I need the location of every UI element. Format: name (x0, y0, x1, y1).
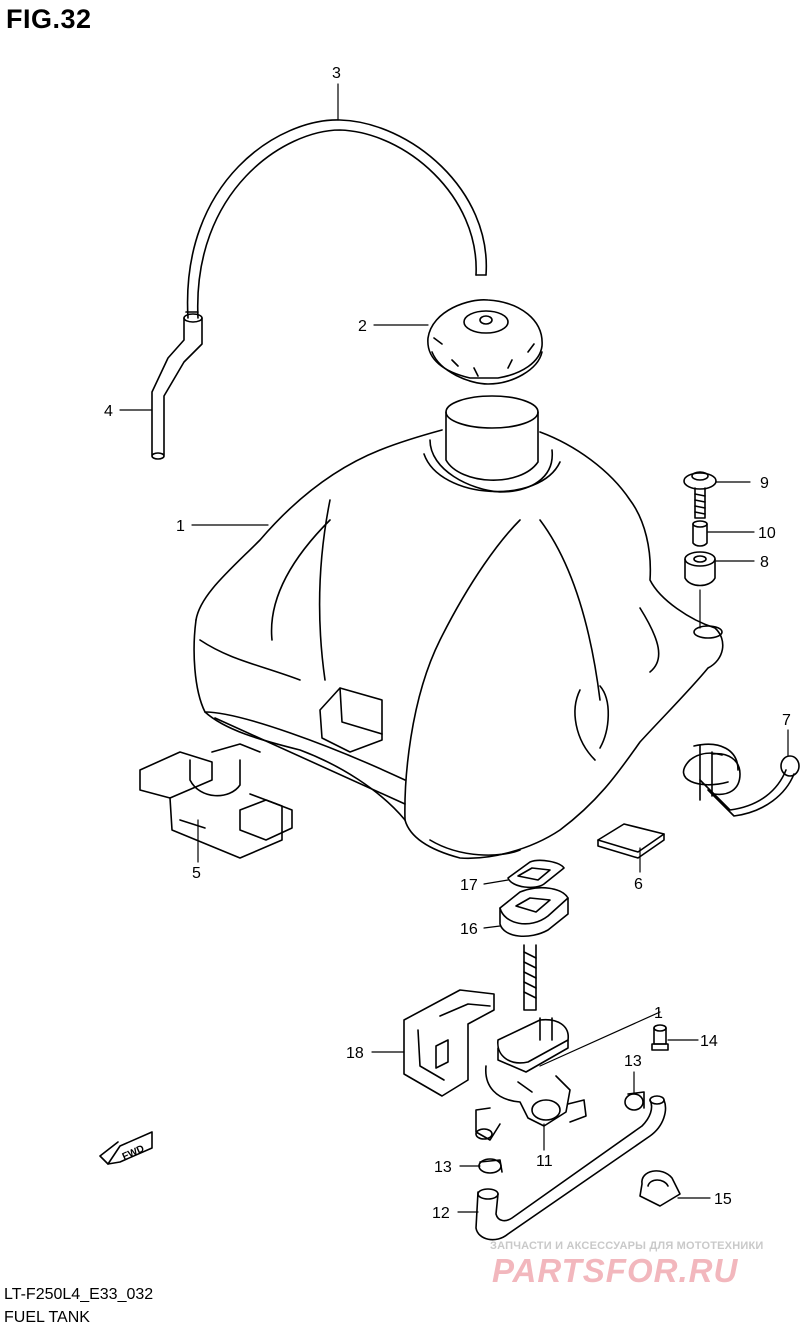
callout-8: 8 (760, 554, 769, 571)
callout-14: 14 (700, 1033, 718, 1050)
part-3-breather-hose[interactable] (185, 119, 487, 319)
part-16-seal[interactable] (499, 886, 569, 937)
callout-13-upper: 13 (624, 1053, 642, 1070)
diagram-code: LT-F250L4_E33_032 (4, 1286, 154, 1303)
part-11-fuel-valve[interactable] (475, 944, 587, 1141)
part-5-holder[interactable] (139, 743, 293, 859)
callout-7: 7 (782, 712, 791, 729)
diagram-name: FUEL TANK (4, 1309, 90, 1326)
callout-2: 2 (358, 318, 367, 335)
callout-1: 1 (176, 518, 185, 535)
watermark-brand: PARTSFOR.RU (492, 1252, 739, 1289)
part-4-hose-end[interactable] (151, 313, 203, 460)
part-13-clamp-upper[interactable] (624, 1091, 645, 1111)
callout-16: 16 (460, 921, 478, 938)
callout-13-lower: 13 (434, 1159, 452, 1176)
part-9-bolt[interactable] (683, 471, 717, 519)
leader-lines (119, 83, 789, 1213)
part-18-bracket[interactable] (403, 989, 495, 1097)
callout-18: 18 (346, 1045, 364, 1062)
callout-12: 12 (432, 1205, 450, 1222)
part-10-collar[interactable] (692, 520, 708, 547)
callout-11: 11 (536, 1153, 553, 1170)
part-12-fuel-hose[interactable] (475, 1095, 667, 1241)
part-13-clamp-lower[interactable] (478, 1158, 503, 1174)
callout-5: 5 (192, 865, 201, 882)
callout-6: 6 (634, 876, 643, 893)
part-7-band[interactable] (682, 743, 800, 817)
part-1-fuel-tank[interactable] (193, 395, 724, 860)
callout-10: 10 (758, 525, 776, 542)
part-14-screw[interactable] (651, 1024, 669, 1051)
callout-3: 3 (332, 65, 341, 82)
callout-15: 15 (714, 1191, 732, 1208)
part-17-gasket[interactable] (507, 859, 565, 889)
callout-4: 4 (104, 403, 113, 420)
figure-title: FIG.32 (6, 4, 92, 34)
callout-1-lower: 1 (654, 1005, 663, 1022)
fwd-arrow-icon (99, 1131, 153, 1165)
part-2-fuel-cap[interactable] (427, 299, 543, 385)
watermark-tagline: ЗАПЧАСТИ И АКСЕССУАРЫ ДЛЯ МОТОТЕХНИКИ (490, 1240, 764, 1252)
part-8-cushion[interactable] (684, 551, 716, 587)
callout-17: 17 (460, 877, 478, 894)
part-6-pad[interactable] (597, 823, 665, 859)
callout-9: 9 (760, 475, 769, 492)
part-15-clip[interactable] (639, 1170, 681, 1207)
